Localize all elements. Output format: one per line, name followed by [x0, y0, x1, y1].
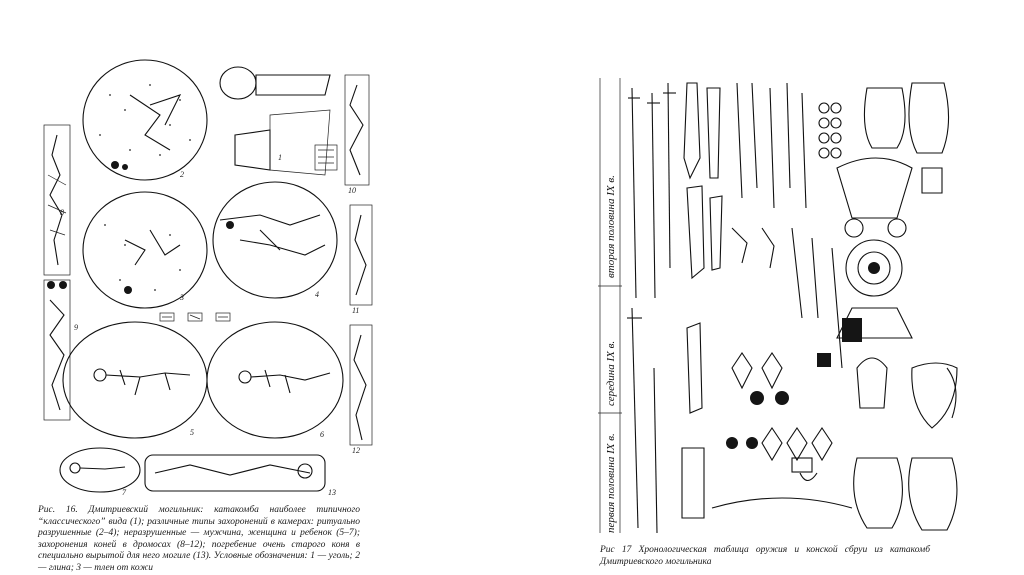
period-column: вторая половина IX в. середина IX в. пер…: [598, 78, 622, 533]
swords-group: [627, 82, 676, 534]
figure-16-caption: Рис. 16. Дмитриевский могильник: катаком…: [38, 505, 360, 573]
panel-label-2: 2: [180, 170, 184, 179]
panel-label-6: 6: [320, 430, 324, 439]
panel-11-horse-burial: 11: [349, 204, 373, 315]
panel-label-7: 7: [122, 488, 127, 497]
legend-symbols: [159, 312, 231, 322]
panel-8-horse-burial: 8: [43, 124, 71, 276]
panel-3-destroyed-burial: 3: [82, 191, 208, 309]
period-label-middle: середина IX в.: [605, 341, 617, 406]
panel-label-8: 8: [60, 208, 64, 217]
panel-label-3: 3: [179, 293, 184, 302]
panel-5-male-burial: 5: [62, 321, 208, 439]
period-label-late: вторая половина IX в.: [605, 175, 617, 278]
panel-2-destroyed-burial: 2: [82, 59, 208, 181]
axes-spears-group: [681, 82, 783, 519]
panel-1-catacomb-plan: 1: [219, 66, 338, 176]
stirrups-group: [853, 82, 958, 531]
panel-label-9: 9: [74, 323, 78, 332]
knives-arrows-group: [711, 82, 853, 509]
panel-7-child-burial: 7: [59, 447, 141, 497]
panel-label-5: 5: [190, 428, 194, 437]
panel-label-10: 10: [348, 186, 356, 195]
panel-label-12: 12: [352, 446, 360, 455]
figure-16-illustration: 8 9 2 1: [30, 55, 395, 575]
figure-17-illustration: вторая половина IX в. середина IX в. пер…: [592, 68, 1022, 573]
panel-9-horse-burial: 9: [43, 279, 78, 421]
panel-6-female-burial: 6: [206, 321, 344, 439]
panel-label-1: 1: [278, 153, 282, 162]
bridle-bits-group: [791, 102, 843, 482]
panel-4-destroyed-burial: 4: [212, 181, 338, 299]
period-label-early: первая половина IX в.: [605, 433, 617, 533]
panel-12-horse-burial: 12: [349, 324, 373, 455]
panel-label-11: 11: [352, 306, 359, 315]
figure-17-caption: Рис 17 Хронологическая таблица оружия и …: [600, 545, 930, 567]
panel-label-13: 13: [328, 488, 336, 497]
panel-13-horse-grave: 13: [144, 454, 336, 497]
panel-10-horse-burial: 10: [344, 74, 370, 195]
panel-label-4: 4: [315, 290, 319, 299]
harness-ornament-group: [836, 157, 913, 409]
